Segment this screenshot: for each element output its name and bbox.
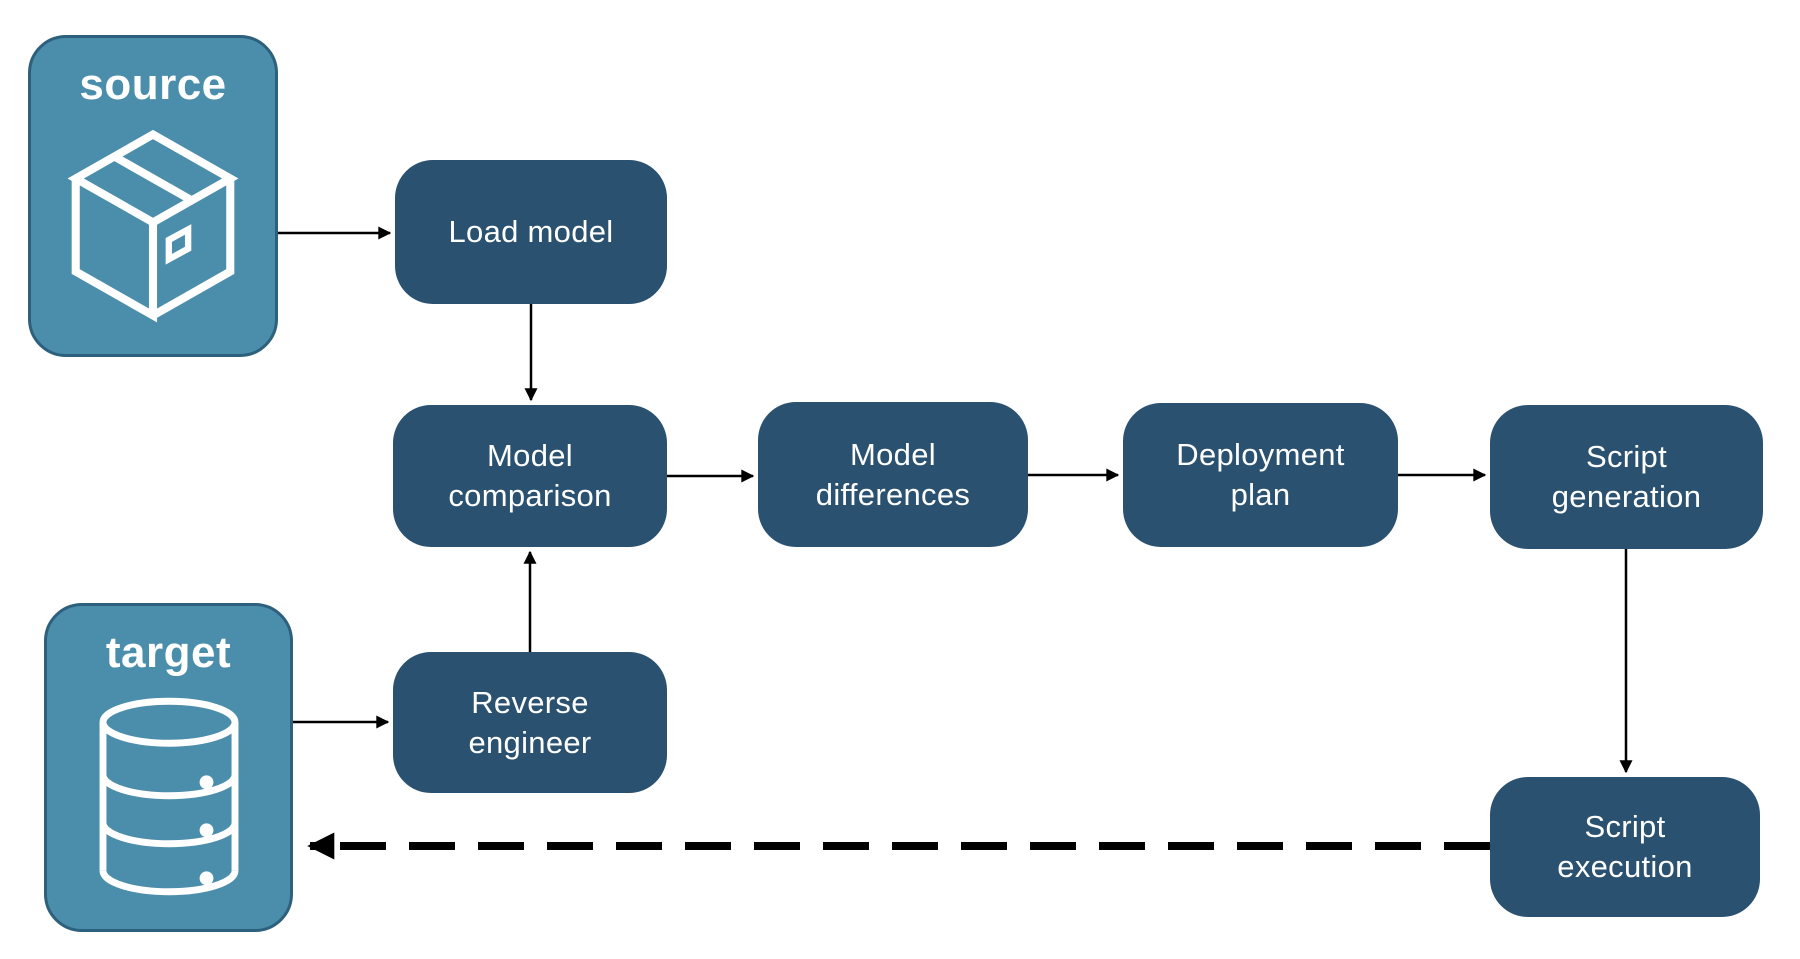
- database-icon: [47, 678, 290, 929]
- node-load-model: Load model: [395, 160, 667, 304]
- node-script-execution: Script execution: [1490, 777, 1760, 917]
- node-model-comparison: Model comparison: [393, 405, 667, 547]
- source-label: source: [79, 60, 227, 109]
- target-label: target: [105, 628, 232, 677]
- package-icon: [31, 110, 275, 354]
- node-script-generation: Script generation: [1490, 405, 1763, 549]
- node-deployment-plan: Deployment plan: [1123, 403, 1398, 547]
- node-reverse-engineer: Reverse engineer: [393, 652, 667, 793]
- node-target: target: [44, 603, 293, 932]
- node-model-differences: Model differences: [758, 402, 1028, 547]
- node-source: source: [28, 35, 278, 357]
